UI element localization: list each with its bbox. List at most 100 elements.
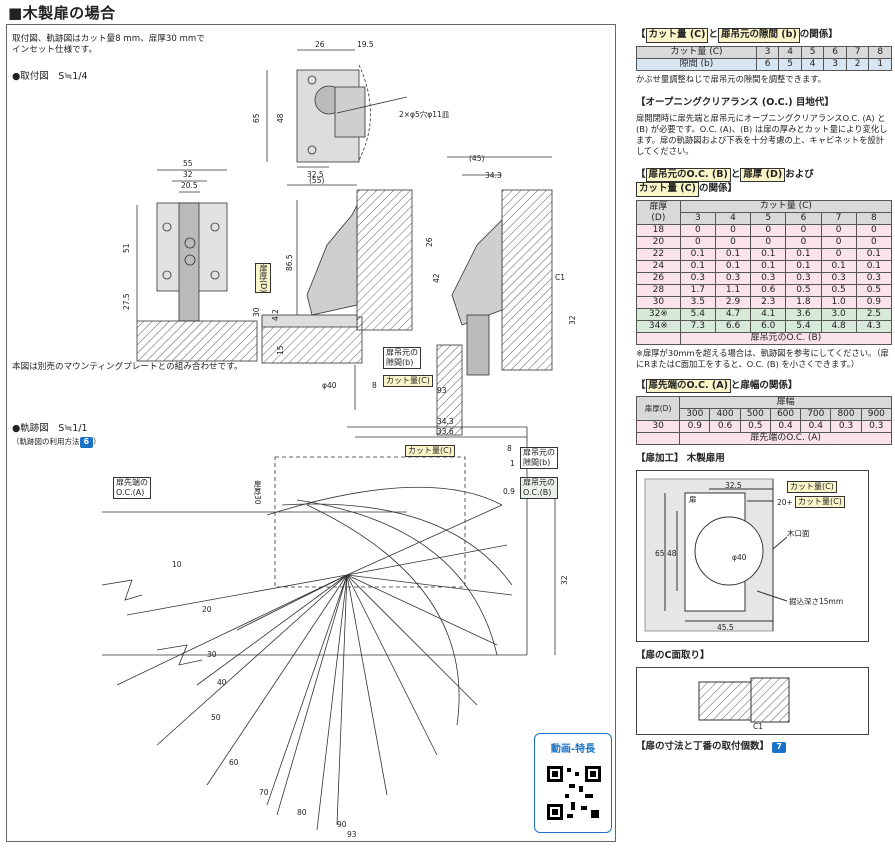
t3-col-header: 600 <box>769 408 802 422</box>
oc-heading: 【オープニングクリアランス (O.C.) 目地代】 <box>636 97 834 108</box>
chamfer-heading: 【扉のC面取り】 <box>636 650 710 662</box>
t2-cell: 1.1 <box>714 284 752 298</box>
t1-cell: 4 <box>778 45 802 59</box>
t1-cell: 5 <box>800 45 825 59</box>
t1-cell: 8 <box>868 45 892 59</box>
t1-cell: 5 <box>778 57 802 71</box>
t2-cell: 0.3 <box>855 272 893 286</box>
t2-cell: 0.1 <box>855 260 893 274</box>
t3-corner: 扉厚(D) <box>635 396 681 422</box>
t2-cell: 0.3 <box>714 272 752 286</box>
t2-cell: 0.3 <box>750 272 787 286</box>
count-badge[interactable]: 7 <box>772 742 786 753</box>
proc-wood-edge: 木口面 <box>787 529 810 539</box>
t2-cell: 0.1 <box>750 248 787 262</box>
t2-footer: 扉吊元のO.C. (B) <box>679 332 893 346</box>
svg-text:φ40: φ40 <box>322 381 337 390</box>
t1-heading-end: の関係】 <box>799 29 838 40</box>
t2-cell: 1.8 <box>785 296 822 310</box>
proc-d455: 45.5 <box>717 623 734 633</box>
t3-col-header: 700 <box>800 408 832 422</box>
track-badge[interactable]: 6 <box>79 437 94 448</box>
svg-text:34.3: 34.3 <box>485 171 502 180</box>
label-gap-b-track: 扉吊元の 隙間(b) <box>520 447 558 469</box>
t1-cell: 1 <box>868 57 892 71</box>
t2-col-header: 7 <box>820 212 857 226</box>
t1-heading-gap: 扉吊元の隙間 (b) <box>718 28 800 43</box>
t2-cell: 0 <box>855 224 893 238</box>
svg-text:80: 80 <box>297 808 307 817</box>
intro-line-1: 取付図、軌跡図はカット量8 mm、扉厚30 mmで <box>12 34 205 44</box>
t2-cell: 0 <box>820 224 857 238</box>
t1-heading: 【カット量 (C)と扉吊元の隙間 (b)の関係】 <box>636 28 892 43</box>
svg-text:20.5: 20.5 <box>181 181 198 190</box>
chamfer-c1: C1 <box>753 722 764 731</box>
svg-text:1: 1 <box>510 459 515 468</box>
t2-cell: 0.3 <box>820 272 857 286</box>
label-c1: C1 <box>555 273 566 282</box>
page-title: ■木製扉の場合 <box>8 4 116 22</box>
svg-text:93: 93 <box>437 386 447 395</box>
t2-cell: 0.5 <box>855 284 893 298</box>
svg-text:26: 26 <box>425 237 434 247</box>
t2-row-thickness: 34※ <box>636 320 681 334</box>
t2-row-thickness: 22 <box>636 248 681 262</box>
t3-cell: 0.3 <box>860 420 893 434</box>
proc-heading: 【扉加工】 木製扉用 <box>636 453 725 465</box>
t1-cell: 4 <box>800 57 825 71</box>
label-oc-b-track: 扉吊元の O.C.(B) <box>520 477 558 499</box>
t2-cell: 0.1 <box>750 260 787 274</box>
t2-cell: 0.1 <box>714 248 752 262</box>
video-qr-card[interactable]: 動画-特長 <box>534 733 612 833</box>
svg-text:0.9: 0.9 <box>503 487 515 496</box>
label-cut-c-upper: カット量(C) <box>383 375 433 387</box>
chamfer-figure: C1 <box>636 667 869 735</box>
svg-text:93: 93 <box>347 830 357 839</box>
t1-heading-cut: カット量 (C) <box>645 28 709 43</box>
label-door-thick30: 扉厚30 <box>253 480 263 505</box>
svg-text:8: 8 <box>372 381 377 390</box>
track-sub-end: ） <box>93 437 101 446</box>
t2-cell: 0 <box>679 224 716 238</box>
svg-text:60: 60 <box>229 758 239 767</box>
proc-plus20: 20+ <box>777 498 793 508</box>
t3-col-header: 900 <box>860 408 893 422</box>
t2-heading: 【扉吊元のO.C. (B)と扉厚 (D)および カット量 (C)の関係】 <box>636 167 892 198</box>
svg-text:86.5: 86.5 <box>285 254 294 271</box>
svg-text:42: 42 <box>432 273 441 283</box>
t2-top: カット量 (C) <box>679 200 893 214</box>
svg-text:90: 90 <box>337 820 347 829</box>
svg-text:55: 55 <box>183 159 193 168</box>
t3-cell: 0.9 <box>679 420 711 434</box>
t2-cell: 0.1 <box>714 260 752 274</box>
t2-cell: 2.5 <box>855 308 893 322</box>
t2-heading-and: と <box>730 168 741 180</box>
t3-col-header: 800 <box>830 408 862 422</box>
t2-col-header: 5 <box>750 212 787 226</box>
t1-label-gap: 隙間 (b) <box>636 57 757 71</box>
track-fig-label: ●軌跡図 S≒1/1 <box>12 423 88 434</box>
svg-text:26: 26 <box>315 40 325 49</box>
t3-cell: 0.4 <box>769 420 802 434</box>
svg-text:48: 48 <box>276 113 285 123</box>
t2-cell: 0 <box>785 236 822 250</box>
install-fig-label: ●取付図 S≒1/4 <box>12 71 88 82</box>
t2-row-thickness: 20 <box>636 236 681 250</box>
svg-text:30: 30 <box>207 650 217 659</box>
svg-text:20: 20 <box>202 605 212 614</box>
t2-cell: 0 <box>855 236 893 250</box>
t2-cell: 4.3 <box>855 320 893 334</box>
t1-note: かぶせ量調整ねじで扉吊元の隙間を調整できます。 <box>636 73 827 84</box>
t2-cell: 0.6 <box>750 284 787 298</box>
t3-heading-oc: 扉先端のO.C. (A) <box>645 378 731 394</box>
t2-corner: 扉厚(D) <box>636 200 681 226</box>
proc-cut2: カット量(C) <box>795 496 845 509</box>
t3-top: 扉幅 <box>679 396 892 410</box>
